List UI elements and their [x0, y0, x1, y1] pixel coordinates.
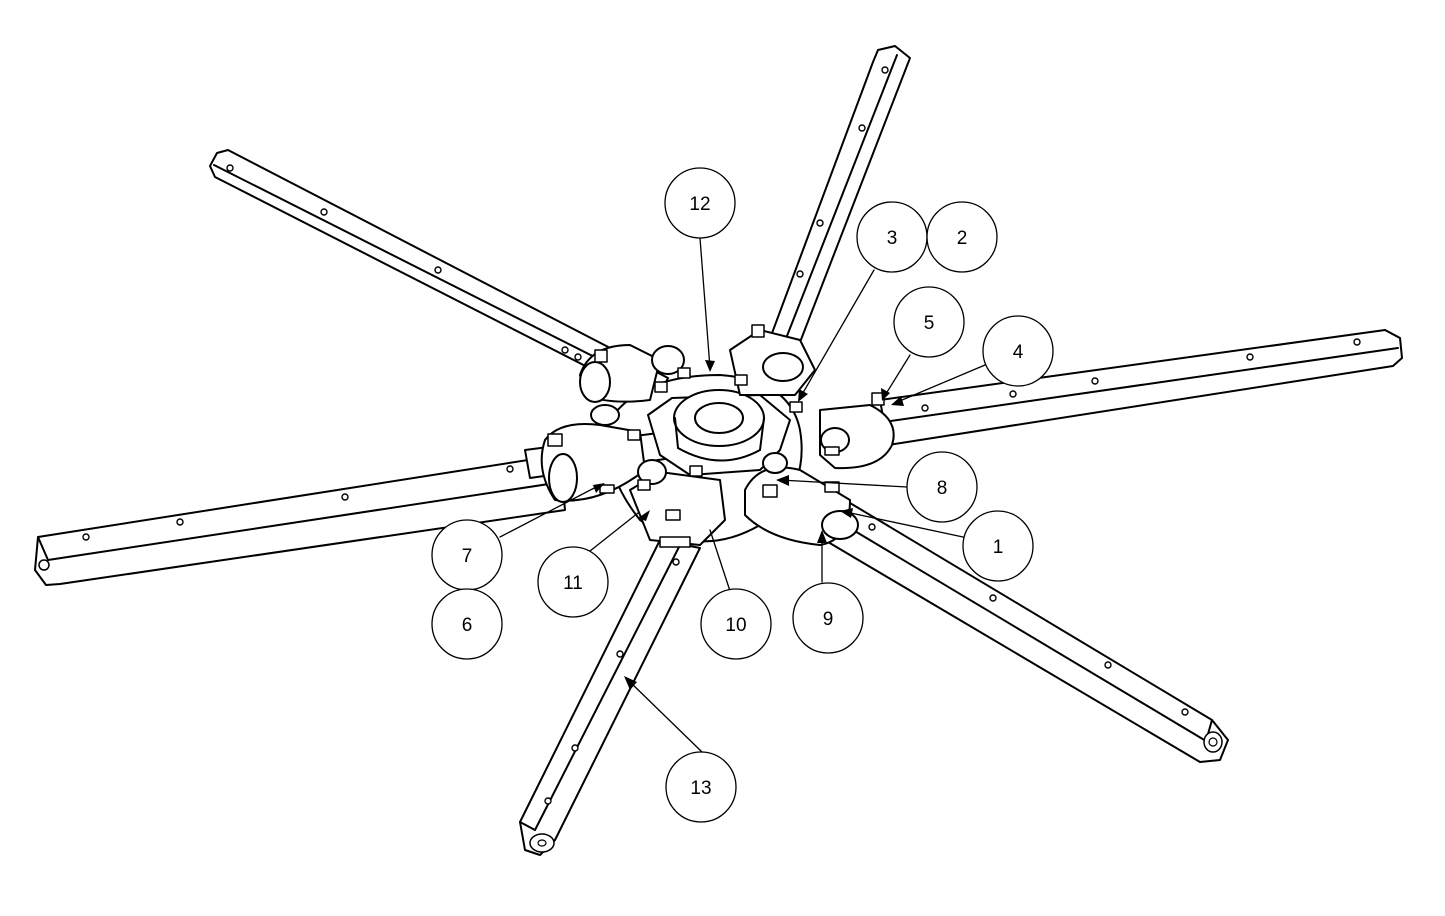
balloon-1-label: 1	[993, 537, 1004, 558]
balloon-8: 8	[906, 451, 978, 523]
clamp-right	[819, 392, 895, 470]
balloon-2: 2	[926, 201, 998, 273]
balloon-13-label: 13	[690, 778, 711, 799]
balloon-5-label: 5	[924, 313, 935, 334]
arm-upper-left	[209, 149, 669, 403]
clamp-bottom	[629, 459, 726, 548]
leader-lines	[499, 237, 986, 753]
balloon-6: 6	[431, 588, 503, 660]
balloon-12-label: 12	[689, 194, 710, 215]
balloon-10: 10	[700, 588, 772, 660]
balloon-2-label: 2	[957, 228, 968, 249]
arm-right	[879, 329, 1403, 446]
balloon-5: 5	[893, 286, 965, 358]
clamp-lower-right	[744, 452, 859, 546]
balloon-10-label: 10	[725, 615, 746, 636]
balloon-4: 4	[982, 315, 1054, 387]
balloon-9: 9	[792, 582, 864, 654]
balloon-7: 7	[431, 519, 503, 591]
balloon-11: 11	[537, 546, 609, 618]
balloon-3: 3	[856, 201, 928, 273]
balloon-13: 13	[665, 751, 737, 823]
arm-left	[34, 454, 566, 586]
balloon-12: 12	[664, 167, 736, 239]
balloon-7-label: 7	[462, 546, 473, 567]
balloon-4-label: 4	[1013, 342, 1024, 363]
balloon-9-label: 9	[823, 609, 834, 630]
balloon-8-label: 8	[937, 478, 948, 499]
balloon-6-label: 6	[462, 615, 473, 636]
arm-bottom	[519, 539, 701, 856]
clamp-left	[540, 404, 646, 503]
balloon-3-label: 3	[887, 228, 898, 249]
clamp-top	[729, 324, 816, 413]
leader-arrowheads	[593, 360, 904, 690]
clamp-upper-left	[579, 344, 691, 403]
balloon-11-label: 11	[563, 573, 583, 594]
balloon-1: 1	[962, 510, 1034, 582]
